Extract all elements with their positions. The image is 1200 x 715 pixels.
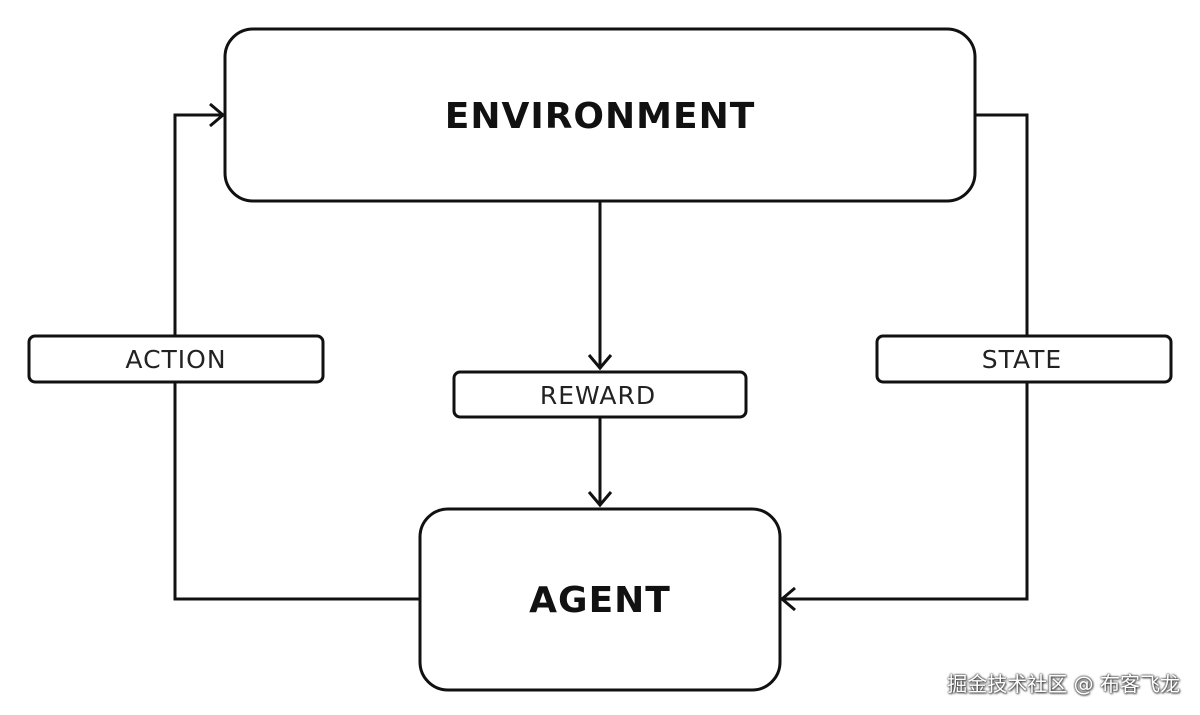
reward-arrowhead-top bbox=[587, 354, 613, 371]
environment-node: ENVIRONMENT bbox=[223, 27, 977, 203]
reward-label-box: REWARD bbox=[452, 370, 748, 419]
action-label-box: ACTION bbox=[27, 334, 325, 384]
agent-node: AGENT bbox=[418, 507, 782, 692]
reward-label: REWARD bbox=[540, 381, 656, 410]
agent-label: AGENT bbox=[529, 580, 671, 621]
environment-label: ENVIRONMENT bbox=[445, 96, 756, 137]
state-label-box: STATE bbox=[875, 334, 1173, 384]
action-arrowhead bbox=[209, 102, 226, 128]
reward-arrowhead-bottom bbox=[587, 491, 613, 508]
state-label: STATE bbox=[982, 345, 1062, 374]
action-label: ACTION bbox=[125, 345, 226, 374]
state-arrowhead bbox=[779, 586, 796, 612]
watermark-text: 掘金技术社区 @ 布客飞龙 bbox=[947, 672, 1180, 696]
